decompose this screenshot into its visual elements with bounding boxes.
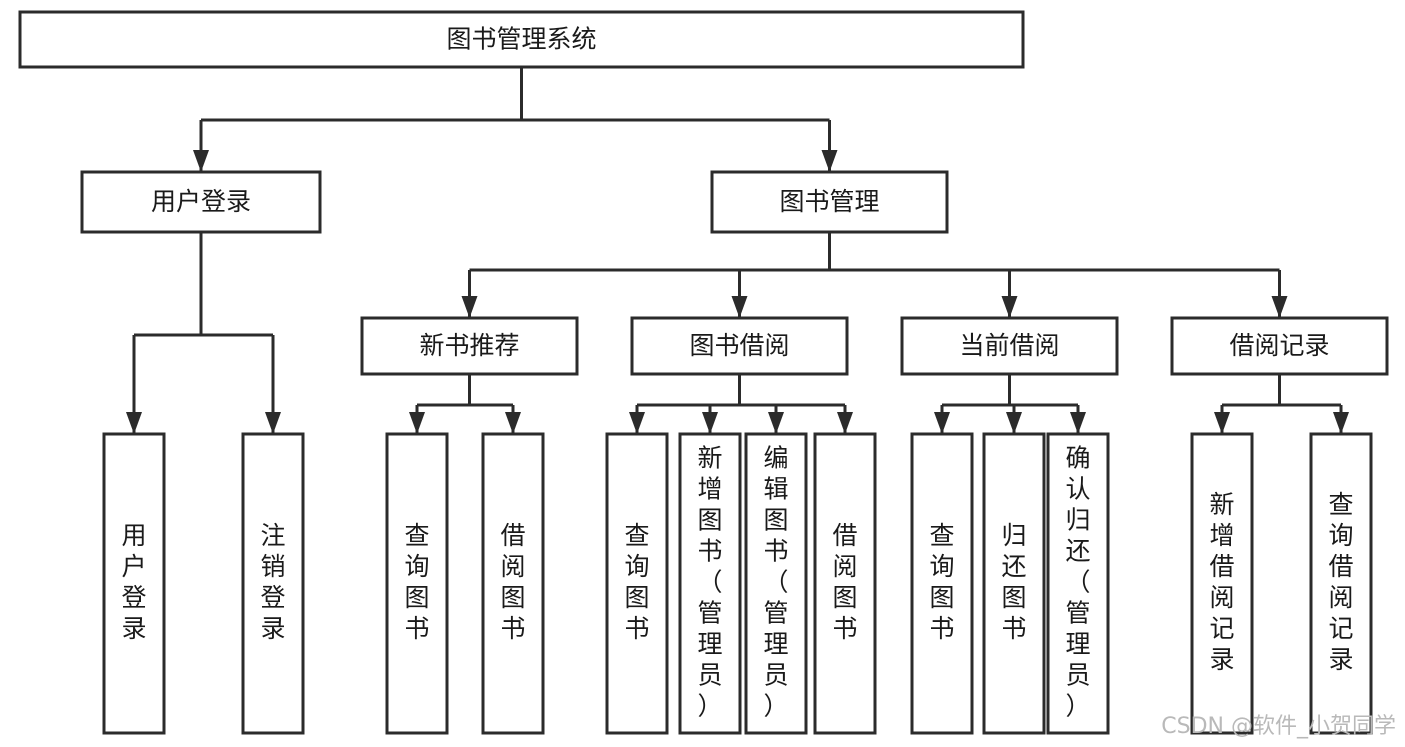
node-box[interactable] [910, 432, 974, 735]
node-bookmgmt[interactable]: 图书管理 [710, 170, 949, 234]
node-label: 确认归还（管理员） [1065, 444, 1090, 721]
arrow-head-icon [126, 412, 142, 434]
node-label: 新增图书（管理员） [697, 444, 722, 721]
node-leaf-query-book-3[interactable]: 查询图书 [910, 432, 974, 735]
node-label: 查询图书 [624, 521, 649, 643]
arrow-head-icon [409, 412, 425, 434]
arrow-head-icon [1070, 412, 1086, 434]
node-label: 注销登录 [260, 521, 285, 643]
arrow-head-icon [1333, 412, 1349, 434]
node-current[interactable]: 当前借阅 [900, 316, 1119, 376]
node-box[interactable] [982, 432, 1046, 735]
node-label: 新增借阅记录 [1209, 490, 1234, 674]
node-box[interactable] [813, 432, 877, 735]
node-leaf-user-logout[interactable]: 注销登录 [241, 432, 305, 735]
node-layer: 图书管理系统用户登录图书管理新书推荐图书借阅当前借阅借阅记录用户登录注销登录查询… [18, 10, 1389, 735]
node-leaf-add-record[interactable]: 新增借阅记录 [1190, 432, 1254, 735]
node-box[interactable] [360, 316, 579, 376]
node-leaf-borrow-book-2[interactable]: 借阅图书 [813, 432, 877, 735]
connector-layer [126, 67, 1349, 434]
node-label: 查询图书 [404, 521, 429, 643]
arrow-head-icon [505, 412, 521, 434]
node-leaf-query-record[interactable]: 查询借阅记录 [1309, 432, 1373, 735]
node-box[interactable] [1190, 432, 1254, 735]
connector-group [629, 374, 853, 434]
node-box[interactable] [678, 432, 742, 735]
arrow-head-icon [821, 150, 838, 172]
connector-group [193, 67, 838, 172]
node-label: 图书管理 [779, 187, 879, 216]
node-label: 编辑图书（管理员） [763, 444, 788, 721]
arrow-head-icon [265, 412, 281, 434]
node-newbook[interactable]: 新书推荐 [360, 316, 579, 376]
node-box[interactable] [744, 432, 808, 735]
node-box[interactable] [481, 432, 545, 735]
arrow-head-icon [629, 412, 645, 434]
connector-group [1214, 374, 1349, 434]
arrow-head-icon [461, 296, 478, 318]
node-box[interactable] [241, 432, 305, 735]
node-borrow[interactable]: 图书借阅 [630, 316, 849, 376]
node-box[interactable] [1046, 432, 1110, 735]
node-label: 查询借阅记录 [1328, 490, 1353, 674]
node-label: 借阅记录 [1229, 331, 1329, 360]
node-leaf-borrow-book-1[interactable]: 借阅图书 [481, 432, 545, 735]
node-root[interactable]: 图书管理系统 [18, 10, 1025, 69]
csdn-watermark: CSDN @软件_小贺同学 [1161, 714, 1396, 739]
node-box[interactable] [710, 170, 949, 234]
connector-group [461, 232, 1288, 318]
arrow-head-icon [837, 412, 853, 434]
node-box[interactable] [900, 316, 1119, 376]
node-leaf-query-book-1[interactable]: 查询图书 [385, 432, 449, 735]
node-box[interactable] [605, 432, 669, 735]
arrow-head-icon [193, 150, 209, 172]
arrow-head-icon [768, 412, 784, 434]
arrow-head-icon [731, 296, 748, 318]
node-records[interactable]: 借阅记录 [1170, 316, 1389, 376]
node-label: 用户登录 [121, 521, 146, 643]
node-label: 借阅图书 [500, 521, 525, 643]
node-leaf-edit-book[interactable]: 编辑图书（管理员） [744, 432, 808, 735]
node-leaf-add-book[interactable]: 新增图书（管理员） [678, 432, 742, 735]
arrow-head-icon [1006, 412, 1022, 434]
node-leaf-query-book-2[interactable]: 查询图书 [605, 432, 669, 735]
node-box[interactable] [1170, 316, 1389, 376]
connector-group [409, 374, 521, 434]
node-label: 图书借阅 [689, 331, 789, 360]
node-label: 借阅图书 [832, 521, 857, 643]
node-box[interactable] [80, 170, 322, 234]
node-label: 当前借阅 [959, 331, 1059, 360]
node-label: 新书推荐 [419, 331, 519, 360]
node-label: 用户登录 [151, 187, 251, 216]
node-login[interactable]: 用户登录 [80, 170, 322, 234]
arrow-head-icon [702, 412, 718, 434]
arrow-head-icon [934, 412, 950, 434]
node-leaf-confirm-return[interactable]: 确认归还（管理员） [1046, 432, 1110, 735]
connector-group [934, 374, 1086, 434]
node-label: 查询图书 [929, 521, 954, 643]
node-leaf-return-book[interactable]: 归还图书 [982, 432, 1046, 735]
node-box[interactable] [102, 432, 166, 735]
node-label: 归还图书 [1001, 521, 1026, 643]
node-box[interactable] [630, 316, 849, 376]
connector-group [126, 232, 281, 434]
arrow-head-icon [1001, 296, 1018, 318]
node-leaf-user-login[interactable]: 用户登录 [102, 432, 166, 735]
arrow-head-icon [1271, 296, 1288, 318]
node-label: 图书管理系统 [446, 25, 596, 54]
node-box[interactable] [1309, 432, 1373, 735]
node-box[interactable] [18, 10, 1025, 69]
node-box[interactable] [385, 432, 449, 735]
arrow-head-icon [1214, 412, 1230, 434]
